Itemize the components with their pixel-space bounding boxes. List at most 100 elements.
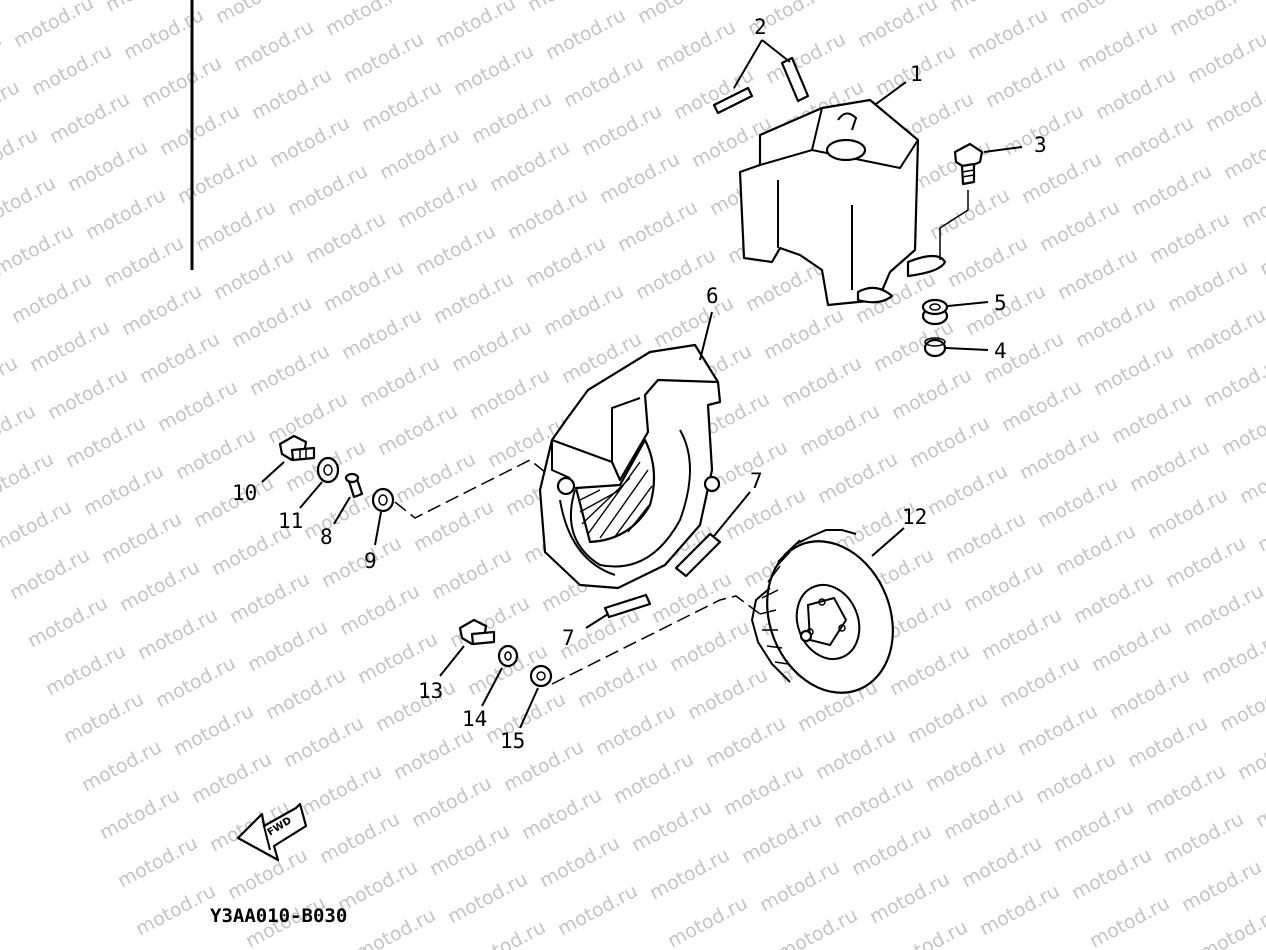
watermark-text: motod.ru bbox=[264, 388, 351, 448]
watermark-text: motod.ru bbox=[320, 256, 407, 316]
part-8-collar bbox=[333, 472, 364, 525]
part-7-pin-upper bbox=[674, 491, 751, 578]
watermark-text: motod.ru bbox=[650, 292, 737, 352]
watermark-text: motod.ru bbox=[774, 904, 861, 950]
watermark-text: motod.ru bbox=[462, 916, 549, 950]
watermark-text: motod.ru bbox=[10, 0, 97, 52]
watermark-text: motod.ru bbox=[666, 616, 753, 676]
watermark-text: motod.ru bbox=[1072, 292, 1159, 352]
callout-5: 5 bbox=[994, 291, 1007, 315]
part-9-grommet bbox=[371, 487, 395, 546]
watermark-text: motod.ru bbox=[720, 760, 807, 820]
watermark-text: motod.ru bbox=[958, 832, 1045, 892]
watermark-text: motod.ru bbox=[284, 160, 371, 220]
part-1-cylinder-cover bbox=[738, 81, 947, 307]
watermark-text: motod.ru bbox=[358, 76, 445, 136]
watermark-text: motod.ru bbox=[426, 820, 513, 880]
watermark-text: motod.ru bbox=[1184, 28, 1266, 88]
callout-7-lower: 7 bbox=[562, 626, 575, 650]
watermark-text: motod.ru bbox=[0, 124, 41, 184]
callout-10: 10 bbox=[232, 481, 257, 505]
watermark-text: motod.ru bbox=[542, 4, 629, 64]
part-10-bolt bbox=[261, 434, 316, 483]
watermark-text: motod.ru bbox=[854, 0, 941, 52]
watermark-text: motod.ru bbox=[432, 0, 519, 52]
watermark-text: motod.ru bbox=[156, 100, 243, 160]
watermark-text: motod.ru bbox=[964, 4, 1051, 64]
watermark-text: motod.ru bbox=[1238, 172, 1266, 232]
watermark-text: motod.ru bbox=[408, 772, 495, 832]
watermark-text: motod.ru bbox=[634, 0, 721, 28]
watermark-text: motod.ru bbox=[1016, 424, 1103, 484]
part-4-collar bbox=[923, 337, 989, 358]
watermark-text: motod.ru bbox=[906, 412, 993, 472]
watermark-text: motod.ru bbox=[0, 400, 39, 460]
watermark-text: motod.ru bbox=[280, 712, 367, 772]
part-6-fan-housing bbox=[538, 311, 722, 590]
watermark-text: motod.ru bbox=[1178, 856, 1265, 916]
callout-2: 2 bbox=[754, 15, 767, 39]
watermark-text: motod.ru bbox=[946, 0, 1033, 16]
watermark-text: motod.ru bbox=[1074, 16, 1161, 76]
watermark-text: motod.ru bbox=[960, 556, 1047, 616]
watermark-text: motod.ru bbox=[0, 172, 59, 232]
watermark-text: motod.ru bbox=[46, 88, 133, 148]
part-7-pin-lower bbox=[585, 593, 652, 629]
watermark-text: motod.ru bbox=[1092, 64, 1179, 124]
callout-7-upper: 7 bbox=[750, 469, 763, 493]
watermark-text: motod.ru bbox=[60, 688, 147, 748]
watermark-text: motod.ru bbox=[830, 772, 917, 832]
watermark-text: motod.ru bbox=[246, 340, 333, 400]
watermark-text: motod.ru bbox=[652, 16, 739, 76]
watermark-text: motod.ru bbox=[0, 76, 23, 136]
watermark-text: motod.ru bbox=[1056, 0, 1143, 28]
watermark-text: motod.ru bbox=[1034, 472, 1121, 532]
watermark-text: motod.ru bbox=[976, 880, 1063, 940]
watermark-text: motod.ru bbox=[940, 784, 1027, 844]
watermark-text: motod.ru bbox=[762, 28, 849, 88]
watermark-text: motod.ru bbox=[1014, 700, 1101, 760]
watermark-text: motod.ru bbox=[8, 268, 95, 328]
flywheel-fins bbox=[759, 539, 801, 665]
watermark-text: motod.ru bbox=[302, 208, 389, 268]
watermark-text: motod.ru bbox=[316, 808, 403, 868]
watermark-text: motod.ru bbox=[778, 352, 865, 412]
watermark-text: motod.ru bbox=[1068, 844, 1155, 904]
assembly-line-15-12 bbox=[551, 595, 761, 685]
watermark-text: motod.ru bbox=[628, 796, 715, 856]
watermark-text: motod.ru bbox=[1182, 304, 1266, 364]
watermark-text: motod.ru bbox=[1236, 448, 1266, 508]
callout-15: 15 bbox=[500, 729, 525, 753]
watermark-text: motod.ru bbox=[1126, 436, 1213, 496]
watermark-text: motod.ru bbox=[1070, 568, 1157, 628]
watermark-text: motod.ru bbox=[444, 868, 531, 928]
callout-13: 13 bbox=[418, 679, 443, 703]
fwd-arrow-icon: FWD bbox=[236, 802, 308, 862]
watermark-text: motod.ru bbox=[132, 880, 219, 940]
watermark-text: motod.ru bbox=[352, 904, 439, 950]
watermark-text: motod.ru bbox=[322, 0, 409, 40]
watermark-text: motod.ru bbox=[372, 676, 459, 736]
watermark-text: motod.ru bbox=[212, 0, 299, 28]
watermark-text: motod.ru bbox=[866, 868, 953, 928]
watermark-text: motod.ru bbox=[1234, 724, 1266, 784]
watermark-text: motod.ru bbox=[610, 748, 697, 808]
watermark-text: motod.ru bbox=[44, 364, 131, 424]
watermark-text: motod.ru bbox=[228, 292, 315, 352]
watermark-text: motod.ru bbox=[188, 748, 275, 808]
watermark-text: motod.ru bbox=[82, 184, 169, 244]
part-3-bolt bbox=[939, 142, 1023, 260]
callout-6: 6 bbox=[706, 284, 719, 308]
watermark-text: motod.ru bbox=[1050, 796, 1137, 856]
watermark-text: motod.ru bbox=[614, 196, 701, 256]
watermark-text: motod.ru bbox=[908, 136, 995, 196]
watermark-text: motod.ru bbox=[646, 844, 733, 904]
watermark-text: motod.ru bbox=[80, 460, 167, 520]
watermark-text: motod.ru bbox=[116, 556, 203, 616]
watermark-text: motod.ru bbox=[486, 136, 573, 196]
callout-11: 11 bbox=[278, 509, 303, 533]
watermark-text: motod.ru bbox=[392, 448, 479, 508]
watermark-text: motod.ru bbox=[262, 664, 349, 724]
watermark-text: motod.ru bbox=[26, 316, 113, 376]
watermark-text: motod.ru bbox=[114, 832, 201, 892]
